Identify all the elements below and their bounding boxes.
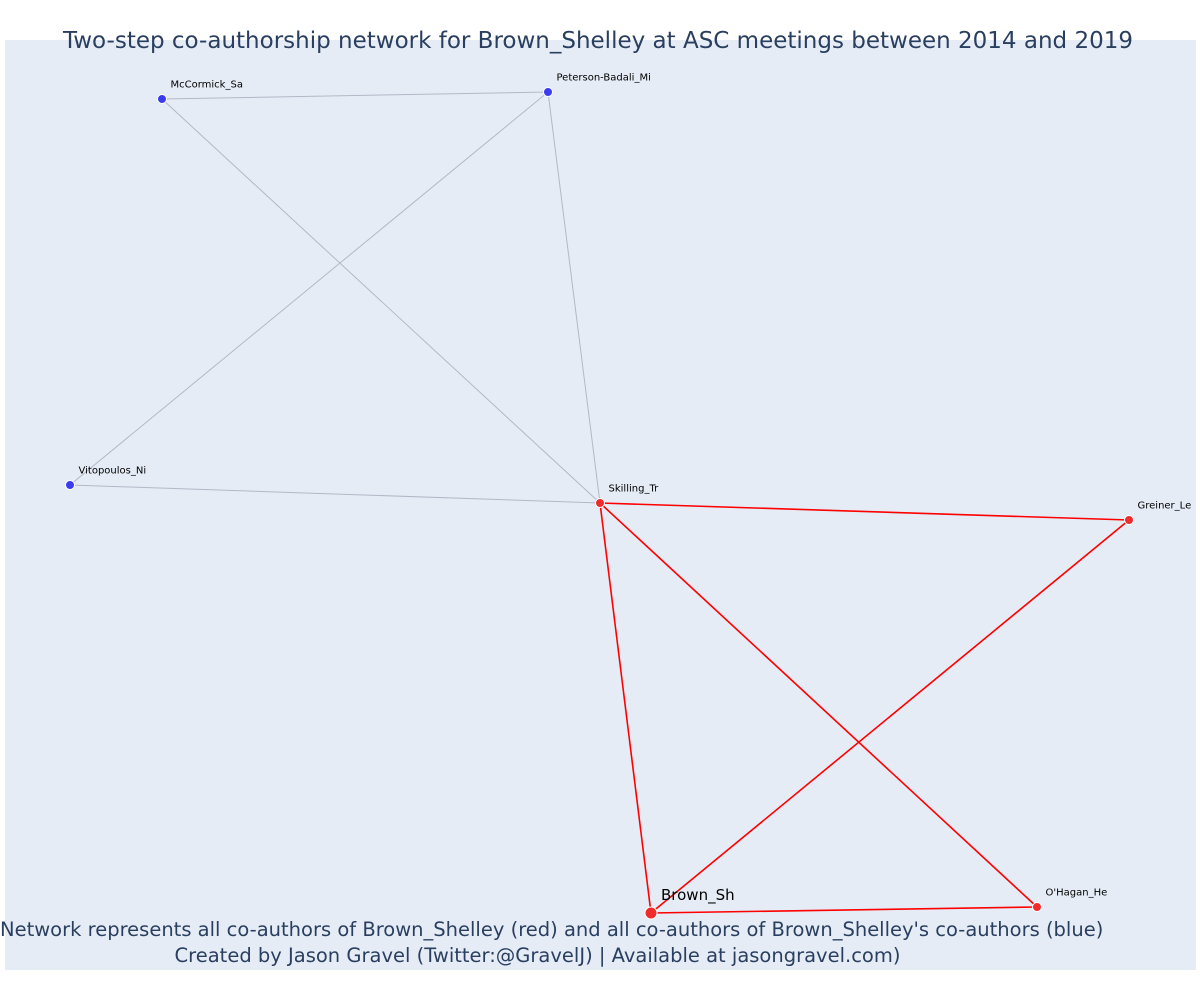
edge-skilling-brown [599, 502, 652, 914]
edge-peterson-vitopoulos [69, 91, 549, 486]
edge-greiner-brown [650, 519, 1130, 914]
caption-line-1: Network represents all co-authors of Bro… [0, 918, 1104, 941]
edge-skilling-ohagan [599, 502, 1038, 908]
node-label-peterson: Peterson-Badali_Mi [557, 73, 651, 84]
edge-vitopoulos-skilling [69, 484, 601, 504]
node-label-vitopoulos: Vitopoulos_Ni [79, 466, 147, 477]
edge-peterson-skilling [547, 91, 601, 504]
chart-title: Two-step co-authorship network for Brown… [63, 28, 1133, 54]
node-label-skilling: Skilling_Tr [609, 484, 660, 495]
edge-mccormick-skilling [161, 98, 601, 504]
node-skilling[interactable] [595, 498, 605, 508]
node-label-ohagan: O'Hagan_He [1046, 888, 1108, 899]
node-label-greiner: Greiner_Le [1138, 501, 1192, 512]
edges-layer [69, 91, 1130, 914]
node-ohagan[interactable] [1032, 902, 1042, 912]
node-vitopoulos[interactable] [65, 480, 75, 490]
edge-mccormick-peterson [161, 91, 549, 100]
edge-brown-ohagan [650, 906, 1038, 914]
node-greiner[interactable] [1124, 515, 1134, 525]
node-label-brown: Brown_Sh [661, 886, 735, 905]
caption-line-2: Created by Jason Gravel (Twitter:@Gravel… [174, 944, 901, 967]
node-label-mccormick: McCormick_Sa [171, 80, 243, 91]
node-peterson[interactable] [543, 87, 553, 97]
edge-skilling-greiner [599, 502, 1130, 521]
node-mccormick[interactable] [157, 94, 167, 104]
node-brown[interactable] [644, 906, 658, 920]
